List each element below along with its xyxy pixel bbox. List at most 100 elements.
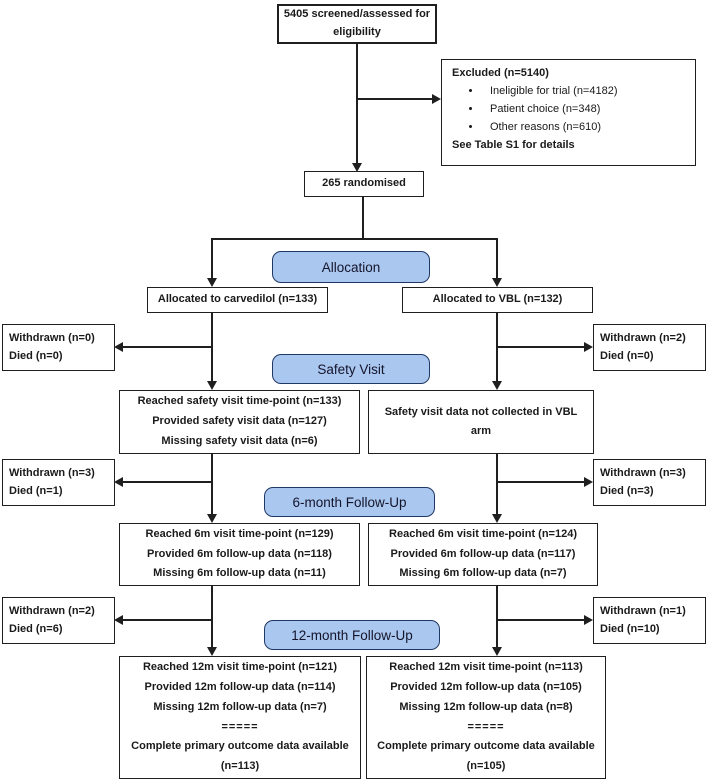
withdrawn1-right-box: Withdrawn (n=2) Died (n=0): [593, 324, 706, 371]
m12-carvedilol-line: Reached 12m visit time-point (n=121): [142, 661, 338, 674]
connector-wd3-left: [123, 619, 212, 621]
connector-wd1-right: [497, 346, 585, 348]
connector-split: [211, 238, 498, 240]
withdrawn1-left-line2: Died (n=0): [9, 349, 63, 362]
m12-carvedilol-outcome: Complete primary outcome data available: [131, 740, 349, 753]
stage-6m-followup-label: 6-month Follow-Up: [292, 494, 407, 510]
arrowhead-12m-left: [207, 647, 217, 656]
connector-wd1-left: [123, 346, 212, 348]
withdrawn2-left-box: Withdrawn (n=3) Died (n=1): [2, 459, 115, 506]
withdrawn3-left-line1: Withdrawn (n=2): [9, 604, 95, 617]
excluded-list: Ineligible for trial (n=4182) Patient ch…: [452, 83, 685, 136]
connector-excluded-branch: [357, 98, 433, 100]
arrowhead-safety-right: [492, 381, 502, 390]
arrowhead-wd1-right: [584, 342, 593, 352]
stage-12m-followup: 12-month Follow-Up: [264, 620, 440, 650]
m6-carvedilol-line: Missing 6m follow-up data (n=11): [153, 567, 326, 580]
m12-vbl-outcome: Complete primary outcome data available: [377, 740, 595, 753]
withdrawn3-right-line1: Withdrawn (n=1): [600, 604, 686, 617]
arrowhead-6m-right: [492, 514, 502, 523]
safety-carvedilol-line: Missing safety visit data (n=6): [161, 434, 318, 447]
safety-carvedilol-line: Provided safety visit data (n=127): [152, 415, 327, 428]
connector-safetyright-6m: [496, 454, 498, 515]
stage-allocation-label: Allocation: [321, 259, 381, 275]
m12-vbl-separator: =====: [467, 720, 505, 733]
allocated-vbl-box: Allocated to VBL (n=132): [402, 287, 593, 313]
excluded-title: Excluded (n=5140): [452, 67, 549, 79]
withdrawn3-right-box: Withdrawn (n=1) Died (n=10): [593, 597, 706, 644]
arrowhead-wd2-left: [114, 477, 123, 487]
withdrawn2-right-line2: Died (n=3): [600, 484, 654, 497]
withdrawn1-left-box: Withdrawn (n=0) Died (n=0): [2, 324, 115, 371]
withdrawn1-right-line1: Withdrawn (n=2): [600, 331, 686, 344]
arrowhead-safety-left: [207, 381, 217, 390]
excluded-item: Ineligible for trial (n=4182): [482, 83, 685, 100]
arrowhead-6m-left: [207, 514, 217, 523]
m6-carvedilol-box: Reached 6m visit time-point (n=129) Prov…: [119, 523, 360, 586]
randomised-text: 265 randomised: [322, 177, 406, 190]
randomised-box: 265 randomised: [304, 171, 424, 197]
connector-wd3-right: [497, 619, 585, 621]
allocated-vbl-text: Allocated to VBL (n=132): [432, 293, 563, 306]
connector-split-right: [496, 238, 498, 279]
m12-carvedilol-separator: =====: [221, 720, 259, 733]
arrowhead-wd3-right: [584, 615, 593, 625]
withdrawn1-left-line1: Withdrawn (n=0): [9, 331, 95, 344]
arrowhead-alloc-right: [492, 278, 502, 287]
connector-wd2-right: [497, 481, 585, 483]
m6-vbl-line: Missing 6m follow-up data (n=7): [399, 567, 567, 580]
allocated-carvedilol-box: Allocated to carvedilol (n=133): [147, 287, 328, 313]
excluded-item: Patient choice (n=348): [482, 101, 685, 118]
arrowhead-wd3-left: [114, 615, 123, 625]
m12-vbl-line: Provided 12m follow-up data (n=105): [390, 680, 582, 693]
safety-vbl-box: Safety visit data not collected in VBL a…: [368, 390, 594, 454]
m12-carvedilol-line: Provided 12m follow-up data (n=114): [144, 680, 336, 693]
connector-split-left: [211, 238, 213, 279]
m12-vbl-line: Missing 12m follow-up data (n=8): [399, 700, 573, 713]
withdrawn3-left-box: Withdrawn (n=2) Died (n=6): [2, 597, 115, 644]
m12-carvedilol-box: Reached 12m visit time-point (n=121) Pro…: [119, 656, 361, 779]
m12-vbl-outcome-n: (n=105): [466, 760, 506, 773]
excluded-item: Other reasons (n=610): [482, 119, 685, 136]
m6-carvedilol-line: Provided 6m follow-up data (n=118): [147, 547, 332, 560]
m6-carvedilol-line: Reached 6m visit time-point (n=129): [145, 527, 334, 540]
allocated-carvedilol-text: Allocated to carvedilol (n=133): [157, 293, 318, 306]
screened-text: 5405 screened/assessed for eligibility: [283, 8, 431, 38]
excluded-box: Excluded (n=5140) Ineligible for trial (…: [441, 59, 696, 166]
m6-vbl-box: Reached 6m visit time-point (n=124) Prov…: [368, 523, 598, 586]
withdrawn3-left-line2: Died (n=6): [9, 622, 63, 635]
withdrawn3-right-line2: Died (n=10): [600, 622, 660, 635]
arrowhead-wd1-left: [114, 342, 123, 352]
safety-vbl-line2: arm: [470, 425, 492, 437]
screened-box: 5405 screened/assessed for eligibility: [277, 4, 437, 44]
withdrawn1-right-line2: Died (n=0): [600, 349, 654, 362]
connector-6mright-12m: [496, 586, 498, 648]
connector-wd2-left: [123, 481, 212, 483]
arrowhead-wd2-right: [584, 477, 593, 487]
stage-safety-visit: Safety Visit: [272, 354, 430, 384]
connector-randomised-split: [362, 197, 364, 239]
stage-6m-followup: 6-month Follow-Up: [264, 487, 435, 517]
withdrawn2-right-line1: Withdrawn (n=3): [600, 466, 686, 479]
m12-vbl-box: Reached 12m visit time-point (n=113) Pro…: [366, 656, 606, 779]
connector-6mleft-12m: [211, 586, 213, 648]
arrowhead-randomised: [352, 163, 362, 172]
m12-vbl-line: Reached 12m visit time-point (n=113): [389, 661, 583, 674]
m12-carvedilol-outcome-n: (n=113): [220, 760, 260, 773]
m6-vbl-line: Reached 6m visit time-point (n=124): [389, 527, 577, 540]
withdrawn2-left-line1: Withdrawn (n=3): [9, 466, 95, 479]
safety-vbl-line1: Safety visit data not collected in VBL: [384, 406, 578, 419]
withdrawn2-left-line2: Died (n=1): [9, 484, 63, 497]
safety-carvedilol-line: Reached safety visit time-point (n=133): [137, 395, 342, 408]
connector-screened-randomised: [356, 42, 358, 164]
stage-12m-followup-label: 12-month Follow-Up: [291, 627, 413, 643]
safety-carvedilol-box: Reached safety visit time-point (n=133) …: [119, 390, 360, 454]
withdrawn2-right-box: Withdrawn (n=3) Died (n=3): [593, 459, 706, 506]
connector-safetyleft-6m: [211, 454, 213, 515]
m12-carvedilol-line: Missing 12m follow-up data (n=7): [153, 700, 327, 713]
arrowhead-excluded: [432, 94, 441, 104]
stage-safety-visit-label: Safety Visit: [317, 361, 385, 377]
arrowhead-alloc-left: [207, 278, 217, 287]
arrowhead-12m-right: [492, 647, 502, 656]
